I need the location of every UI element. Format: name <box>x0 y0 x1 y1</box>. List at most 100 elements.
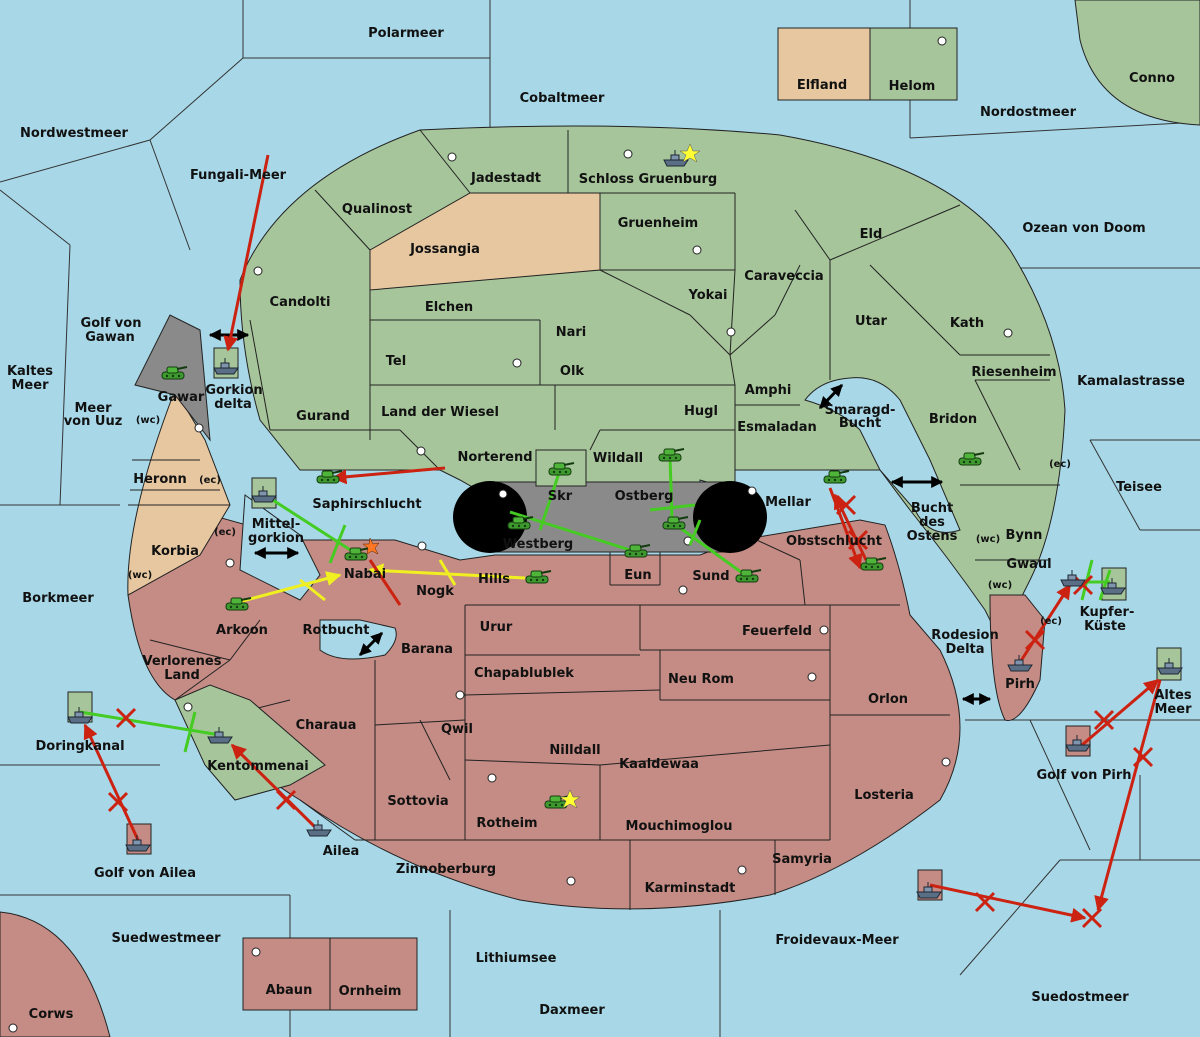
label-altes-2: Meer <box>1155 702 1193 717</box>
label-fungali: Fungali-Meer <box>190 168 287 183</box>
label-coast: (ec) <box>199 475 221 486</box>
conno-territory[interactable] <box>1074 0 1200 126</box>
label-arkoon: Arkoon <box>216 623 268 638</box>
label-golf-ailea: Golf von Ailea <box>94 866 196 881</box>
label-skr: Skr <box>548 489 573 504</box>
label-ornheim: Ornheim <box>339 984 402 999</box>
label-gruenheim: Gruenheim <box>618 216 698 231</box>
label-obstschlucht: Obstschlucht <box>786 534 882 549</box>
label-gwaul: Gwaul <box>1006 557 1051 572</box>
label-tel: Tel <box>386 354 406 369</box>
yellow-orders <box>234 559 526 605</box>
ornheim-territory[interactable] <box>329 937 418 1011</box>
label-smaragd-1: Smaragd- <box>825 403 896 418</box>
label-coast: (wc) <box>988 580 1012 591</box>
label-sund: Sund <box>692 569 729 584</box>
label-elchen: Elchen <box>425 300 473 315</box>
label-mittel-1: Mittel- <box>252 517 301 532</box>
label-esmaladan: Esmaladan <box>737 420 817 435</box>
label-teisee: Teisee <box>1116 480 1162 495</box>
label-bynn: Bynn <box>1006 528 1043 543</box>
pirh-territory[interactable] <box>989 594 1046 721</box>
label-zinnoberburg: Zinnoberburg <box>396 862 496 877</box>
label-kath: Kath <box>950 316 984 331</box>
label-mellar: Mellar <box>765 495 811 510</box>
label-gurand: Gurand <box>296 409 350 424</box>
label-hugl: Hugl <box>684 404 718 419</box>
label-utar: Utar <box>855 314 888 329</box>
region-labels: Polarmeer Cobaltmeer Elfland Helom Conno… <box>7 26 1192 1022</box>
label-gawar: Gawar <box>158 390 205 405</box>
label-corws: Corws <box>29 1007 74 1022</box>
label-golf-gawan-1: Golf von <box>81 316 142 331</box>
elfland-territory[interactable] <box>777 27 871 101</box>
supply-centers <box>8 36 1013 1033</box>
label-bucht-ostens-3: Ostens <box>907 529 958 544</box>
link-arrows <box>208 329 992 705</box>
label-conno: Conno <box>1129 71 1175 86</box>
label-golf-pirh: Golf von Pirh <box>1036 768 1131 783</box>
label-chapablublek: Chapablublek <box>474 666 574 681</box>
label-ozean: Ozean von Doom <box>1022 221 1145 236</box>
label-rotbucht: Rotbucht <box>303 623 370 638</box>
label-nabai: Nabai <box>344 567 386 582</box>
label-yokai: Yokai <box>687 288 727 303</box>
label-pirh: Pirh <box>1005 677 1035 692</box>
label-rodesion-2: Delta <box>945 642 984 657</box>
label-rotheim: Rotheim <box>476 816 537 831</box>
label-coast: (ec) <box>1049 459 1071 470</box>
label-bucht-ostens-1: Bucht <box>911 501 953 516</box>
label-karminstadt: Karminstadt <box>645 881 736 896</box>
label-wildall: Wildall <box>593 451 643 466</box>
label-meer-uuz-2: von Uuz <box>64 414 123 429</box>
label-coast: (ec) <box>214 527 236 538</box>
label-kupfer-2: Küste <box>1084 619 1126 634</box>
red-orders <box>83 154 1162 923</box>
label-eun: Eun <box>624 568 651 583</box>
label-qualinost: Qualinost <box>342 202 412 217</box>
label-mittel-2: gorkion <box>248 531 304 546</box>
heronn-korbia-strip[interactable] <box>127 388 231 596</box>
label-qwil: Qwil <box>441 722 473 737</box>
label-gorkion-1: Gorkion <box>205 383 262 398</box>
label-kaltes-1: Kaltes <box>7 364 53 379</box>
label-polarmeer: Polarmeer <box>368 26 444 41</box>
label-korbia: Korbia <box>151 544 199 559</box>
label-coast: (ec) <box>1040 616 1062 627</box>
label-orlon: Orlon <box>868 692 908 707</box>
label-smaragd-2: Bucht <box>839 416 881 431</box>
label-nordwestmeer: Nordwestmeer <box>20 126 128 141</box>
label-elfland: Elfland <box>797 78 847 93</box>
label-urur: Urur <box>480 620 513 635</box>
label-kaaldewaa: Kaaldewaa <box>619 757 699 772</box>
label-saphirschlucht: Saphirschlucht <box>312 497 421 512</box>
label-bridon: Bridon <box>929 412 977 427</box>
label-suedwestmeer: Suedwestmeer <box>111 931 221 946</box>
label-jadestadt: Jadestadt <box>470 171 541 186</box>
label-mouchimoglou: Mouchimoglou <box>626 819 733 834</box>
label-nogk: Nogk <box>416 584 454 599</box>
label-altes-1: Altes <box>1154 688 1192 703</box>
label-verlorenes-1: Verlorenes <box>142 654 221 669</box>
label-olk: Olk <box>560 364 585 379</box>
jossangia-territory[interactable] <box>369 192 601 291</box>
altes-meer-square[interactable] <box>1156 647 1182 681</box>
label-heronn: Heronn <box>133 472 187 487</box>
capital-star-icon <box>679 143 701 163</box>
label-charaua: Charaua <box>296 718 357 733</box>
label-kamalastrasse: Kamalastrasse <box>1077 374 1185 389</box>
label-kupfer-1: Kupfer- <box>1080 605 1135 620</box>
kentommenai-territory[interactable] <box>174 684 326 801</box>
label-bucht-ostens-2: des <box>919 515 945 530</box>
label-samyria: Samyria <box>772 852 832 867</box>
label-nilldall: Nilldall <box>549 743 600 758</box>
label-lithiumsee: Lithiumsee <box>476 951 557 966</box>
label-coast: (wc) <box>128 570 152 581</box>
label-rodesion-1: Rodesion <box>931 628 998 643</box>
label-coast: (wc) <box>136 415 160 426</box>
label-schloss: Schloss Gruenburg <box>579 172 717 187</box>
label-barana: Barana <box>401 642 453 657</box>
label-nari: Nari <box>556 325 587 340</box>
label-cobaltmeer: Cobaltmeer <box>520 91 605 106</box>
label-coast: (wc) <box>976 534 1000 545</box>
